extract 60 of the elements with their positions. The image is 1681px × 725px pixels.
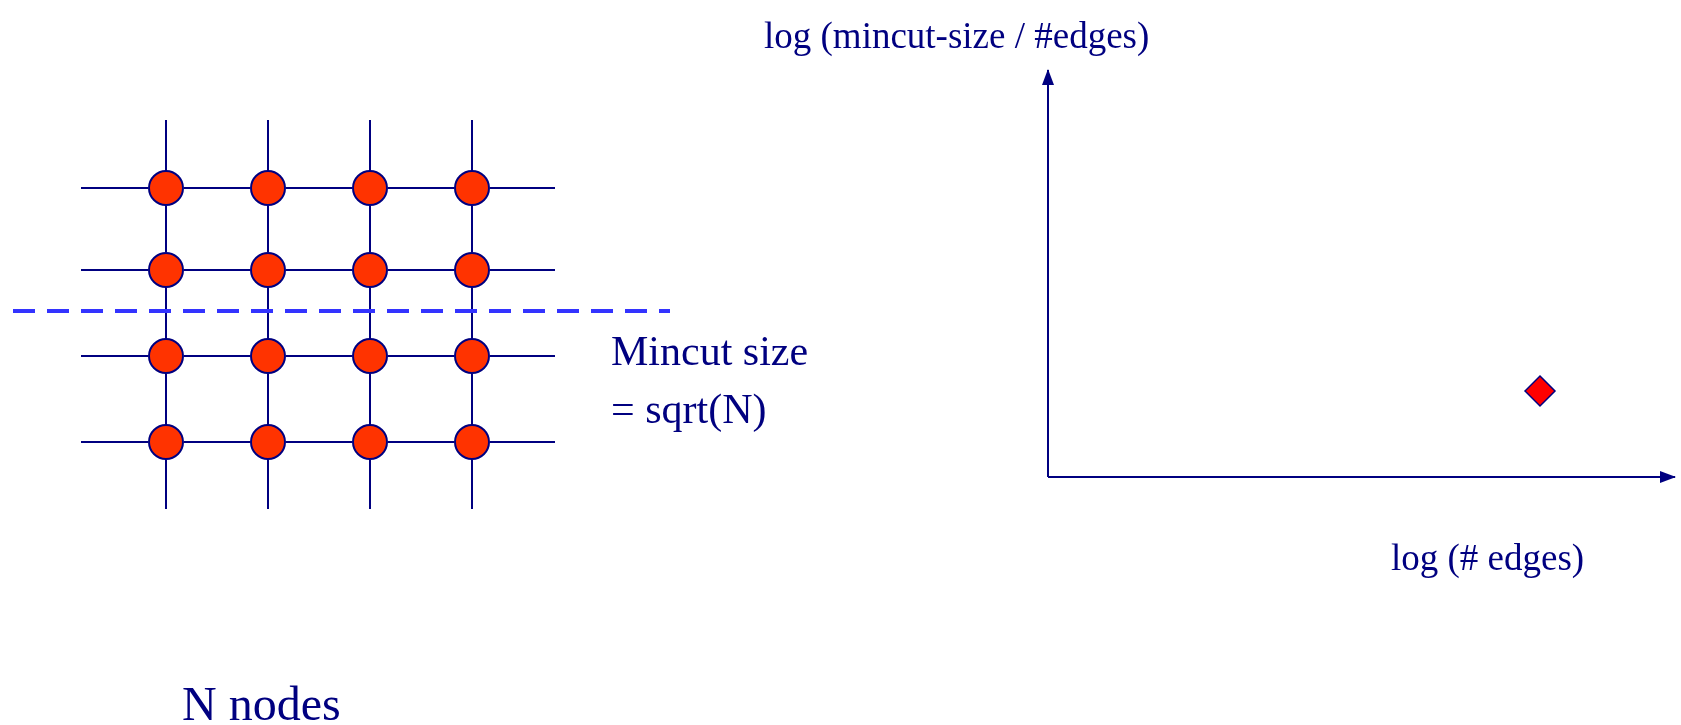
grid-edge [267, 459, 269, 510]
caption-text: N nodes [182, 676, 341, 725]
graph-node [250, 170, 286, 206]
grid-edge [471, 459, 473, 510]
grid-edge [285, 187, 353, 189]
grid-edge [80, 441, 149, 443]
grid-edge [80, 269, 149, 271]
axis-title: log (# edges) [1391, 536, 1585, 580]
grid-edge [80, 355, 149, 357]
grid-edge [471, 373, 473, 425]
grid-edge [387, 355, 455, 357]
grid-edge [387, 269, 455, 271]
grid-edge [387, 441, 455, 443]
graph-node [148, 424, 184, 460]
graph-node [250, 252, 286, 288]
grid-edge [369, 373, 371, 425]
graph-node [148, 170, 184, 206]
grid-edge [183, 441, 251, 443]
graph-node [352, 424, 388, 460]
graph-node [454, 424, 490, 460]
grid-edge [267, 205, 269, 253]
grid-edge [471, 287, 473, 339]
grid-edge [285, 441, 353, 443]
grid-edge [80, 187, 149, 189]
grid-edge [267, 119, 269, 171]
grid-edge [489, 269, 556, 271]
graph-node [454, 252, 490, 288]
grid-edge [471, 119, 473, 171]
grid-edge [165, 119, 167, 171]
axis-title: log (mincut-size / #edges) [764, 14, 1150, 58]
grid-edge [165, 287, 167, 339]
grid-edge [165, 205, 167, 253]
grid-edge [489, 187, 556, 189]
graph-node [352, 252, 388, 288]
grid-edge [165, 373, 167, 425]
grid-edge [471, 205, 473, 253]
grid-edge [183, 269, 251, 271]
graph-node [352, 338, 388, 374]
graph-node [148, 252, 184, 288]
grid-edge [267, 287, 269, 339]
grid-edge [387, 187, 455, 189]
graph-node [454, 338, 490, 374]
grid-edge [285, 355, 353, 357]
grid-edge [369, 287, 371, 339]
grid-edge [165, 459, 167, 510]
grid-edge [369, 205, 371, 253]
grid-edge [183, 187, 251, 189]
grid-edge [489, 441, 556, 443]
grid-edge [369, 119, 371, 171]
graph-node [148, 338, 184, 374]
annotation-text: Mincut size = sqrt(N) [611, 327, 810, 434]
grid-edge [183, 355, 251, 357]
grid-edge [369, 459, 371, 510]
graph-node [352, 170, 388, 206]
grid-edge [489, 355, 556, 357]
grid-edge [267, 373, 269, 425]
grid-edge [285, 269, 353, 271]
graph-node [250, 338, 286, 374]
graph-node [250, 424, 286, 460]
graph-node [454, 170, 490, 206]
